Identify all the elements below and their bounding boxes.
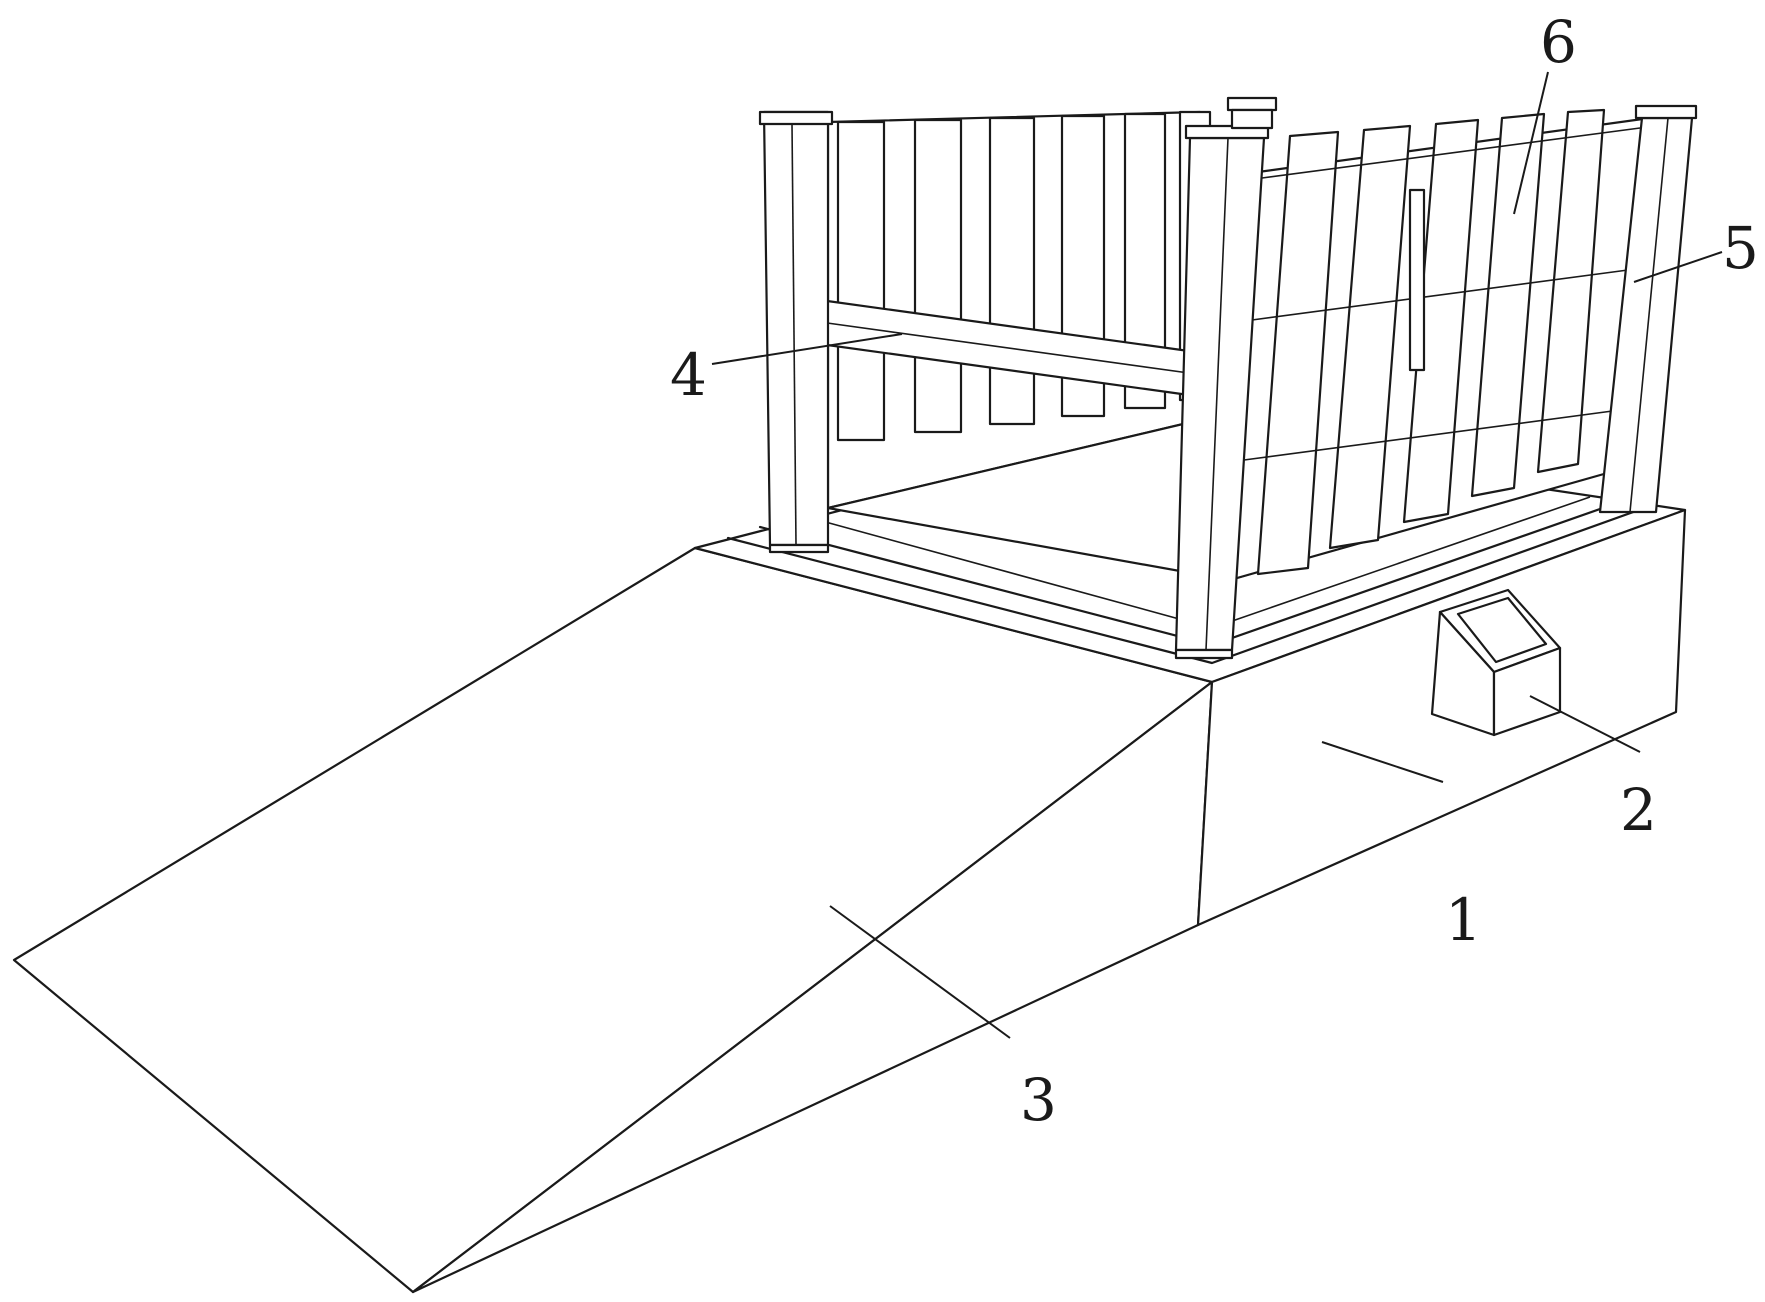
label-crossbar: 4 xyxy=(670,341,707,409)
right-fence-rails xyxy=(1243,127,1641,461)
label-corner-post: 5 xyxy=(1722,214,1759,282)
label-ramp: 3 xyxy=(1020,1066,1057,1134)
ramp xyxy=(12,546,1214,1294)
label-base: 1 xyxy=(1445,886,1482,954)
right-fence-panel xyxy=(1228,108,1652,582)
label-control-box: 2 xyxy=(1620,776,1657,844)
right-corner-post xyxy=(1598,104,1698,514)
right-fence-slats xyxy=(1256,108,1606,576)
label-fence-slats: 6 xyxy=(1540,8,1577,76)
back-corner-post xyxy=(1226,96,1278,130)
reference-numerals: 1 2 3 4 5 6 xyxy=(670,8,1759,1134)
control-box xyxy=(1430,588,1562,737)
leader-lines xyxy=(711,71,1723,1039)
left-corner-post xyxy=(758,110,834,554)
